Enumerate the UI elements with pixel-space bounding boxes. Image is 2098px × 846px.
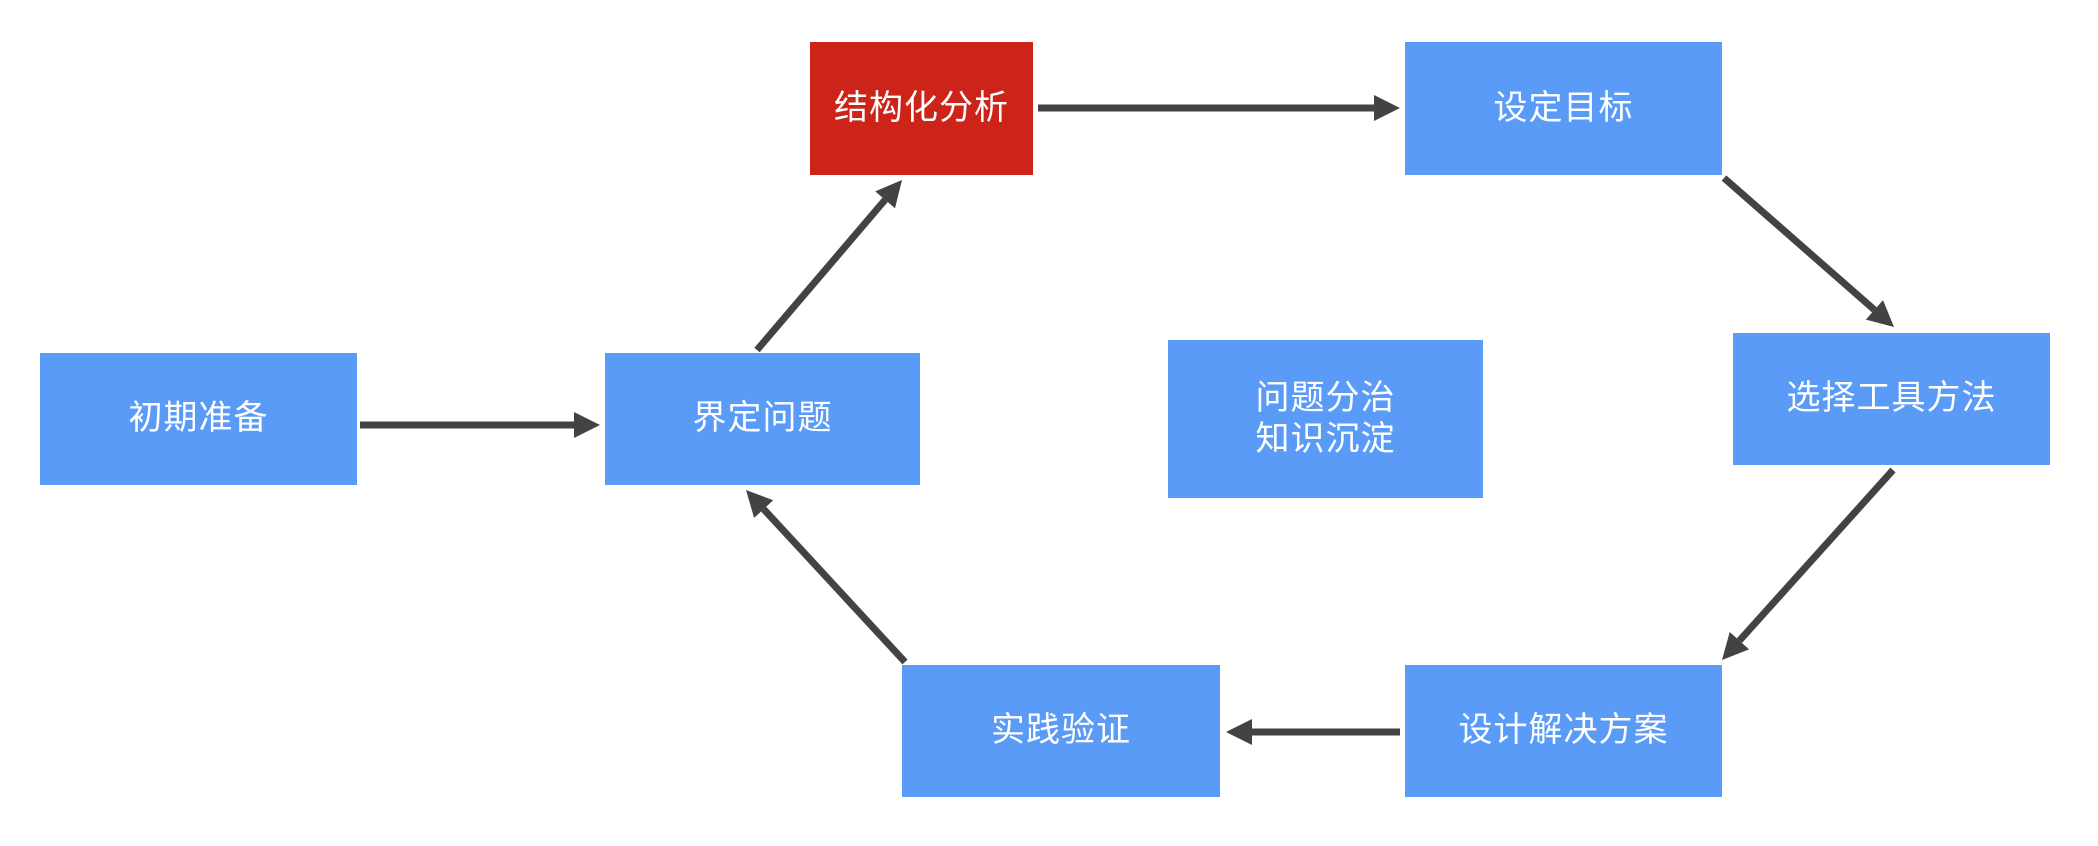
- flow-node-define[interactable]: 界定问题: [605, 353, 920, 485]
- edge-arrowhead-icon: [1722, 631, 1750, 660]
- edge-arrowhead-icon: [574, 412, 600, 438]
- flow-edge-tools-to-design: [1722, 467, 1896, 660]
- flow-node-label: 初期准备: [128, 399, 269, 438]
- flow-node-label: 实践验证: [991, 711, 1131, 750]
- flow-edge-design-to-practice: [1226, 719, 1400, 745]
- flow-edge-structure-to-goal: [1038, 95, 1400, 121]
- edge-arrowhead-icon: [1374, 95, 1400, 121]
- edge-arrowhead-icon: [746, 490, 774, 518]
- edge-arrowhead-icon: [1226, 719, 1252, 745]
- flow-node-label: 设计解决方案: [1458, 711, 1669, 750]
- flow-edge-goal-to-tools: [1721, 175, 1894, 327]
- flow-node-practice[interactable]: 实践验证: [902, 665, 1220, 797]
- flow-node-tools[interactable]: 选择工具方法: [1733, 333, 2050, 465]
- flow-node-prep[interactable]: 初期准备: [40, 353, 357, 485]
- flow-node-label: 结构化分析: [834, 88, 1009, 127]
- flow-node-note[interactable]: 问题分治知识沉淀: [1168, 340, 1483, 498]
- edge-line: [1736, 467, 1896, 644]
- flow-edge-define-to-structure: [754, 180, 902, 353]
- flow-edge-prep-to-define: [360, 412, 600, 438]
- flow-edge-practice-to-define: [746, 490, 908, 665]
- flow-node-label: 问题分治: [1255, 378, 1396, 417]
- flow-node-label: 界定问题: [692, 399, 833, 438]
- flow-node-label: 知识沉淀: [1255, 420, 1396, 458]
- edge-line: [754, 197, 888, 353]
- flow-node-label: 设定目标: [1493, 88, 1634, 127]
- edge-line: [761, 506, 908, 665]
- flow-node-structure[interactable]: 结构化分析: [810, 42, 1033, 175]
- edge-arrowhead-icon: [1865, 300, 1894, 327]
- edge-line: [1721, 175, 1877, 313]
- flow-node-goal[interactable]: 设定目标: [1405, 42, 1722, 175]
- edge-arrowhead-icon: [875, 180, 902, 209]
- flow-node-label: 选择工具方法: [1786, 379, 1997, 418]
- flow-node-design[interactable]: 设计解决方案: [1405, 665, 1722, 797]
